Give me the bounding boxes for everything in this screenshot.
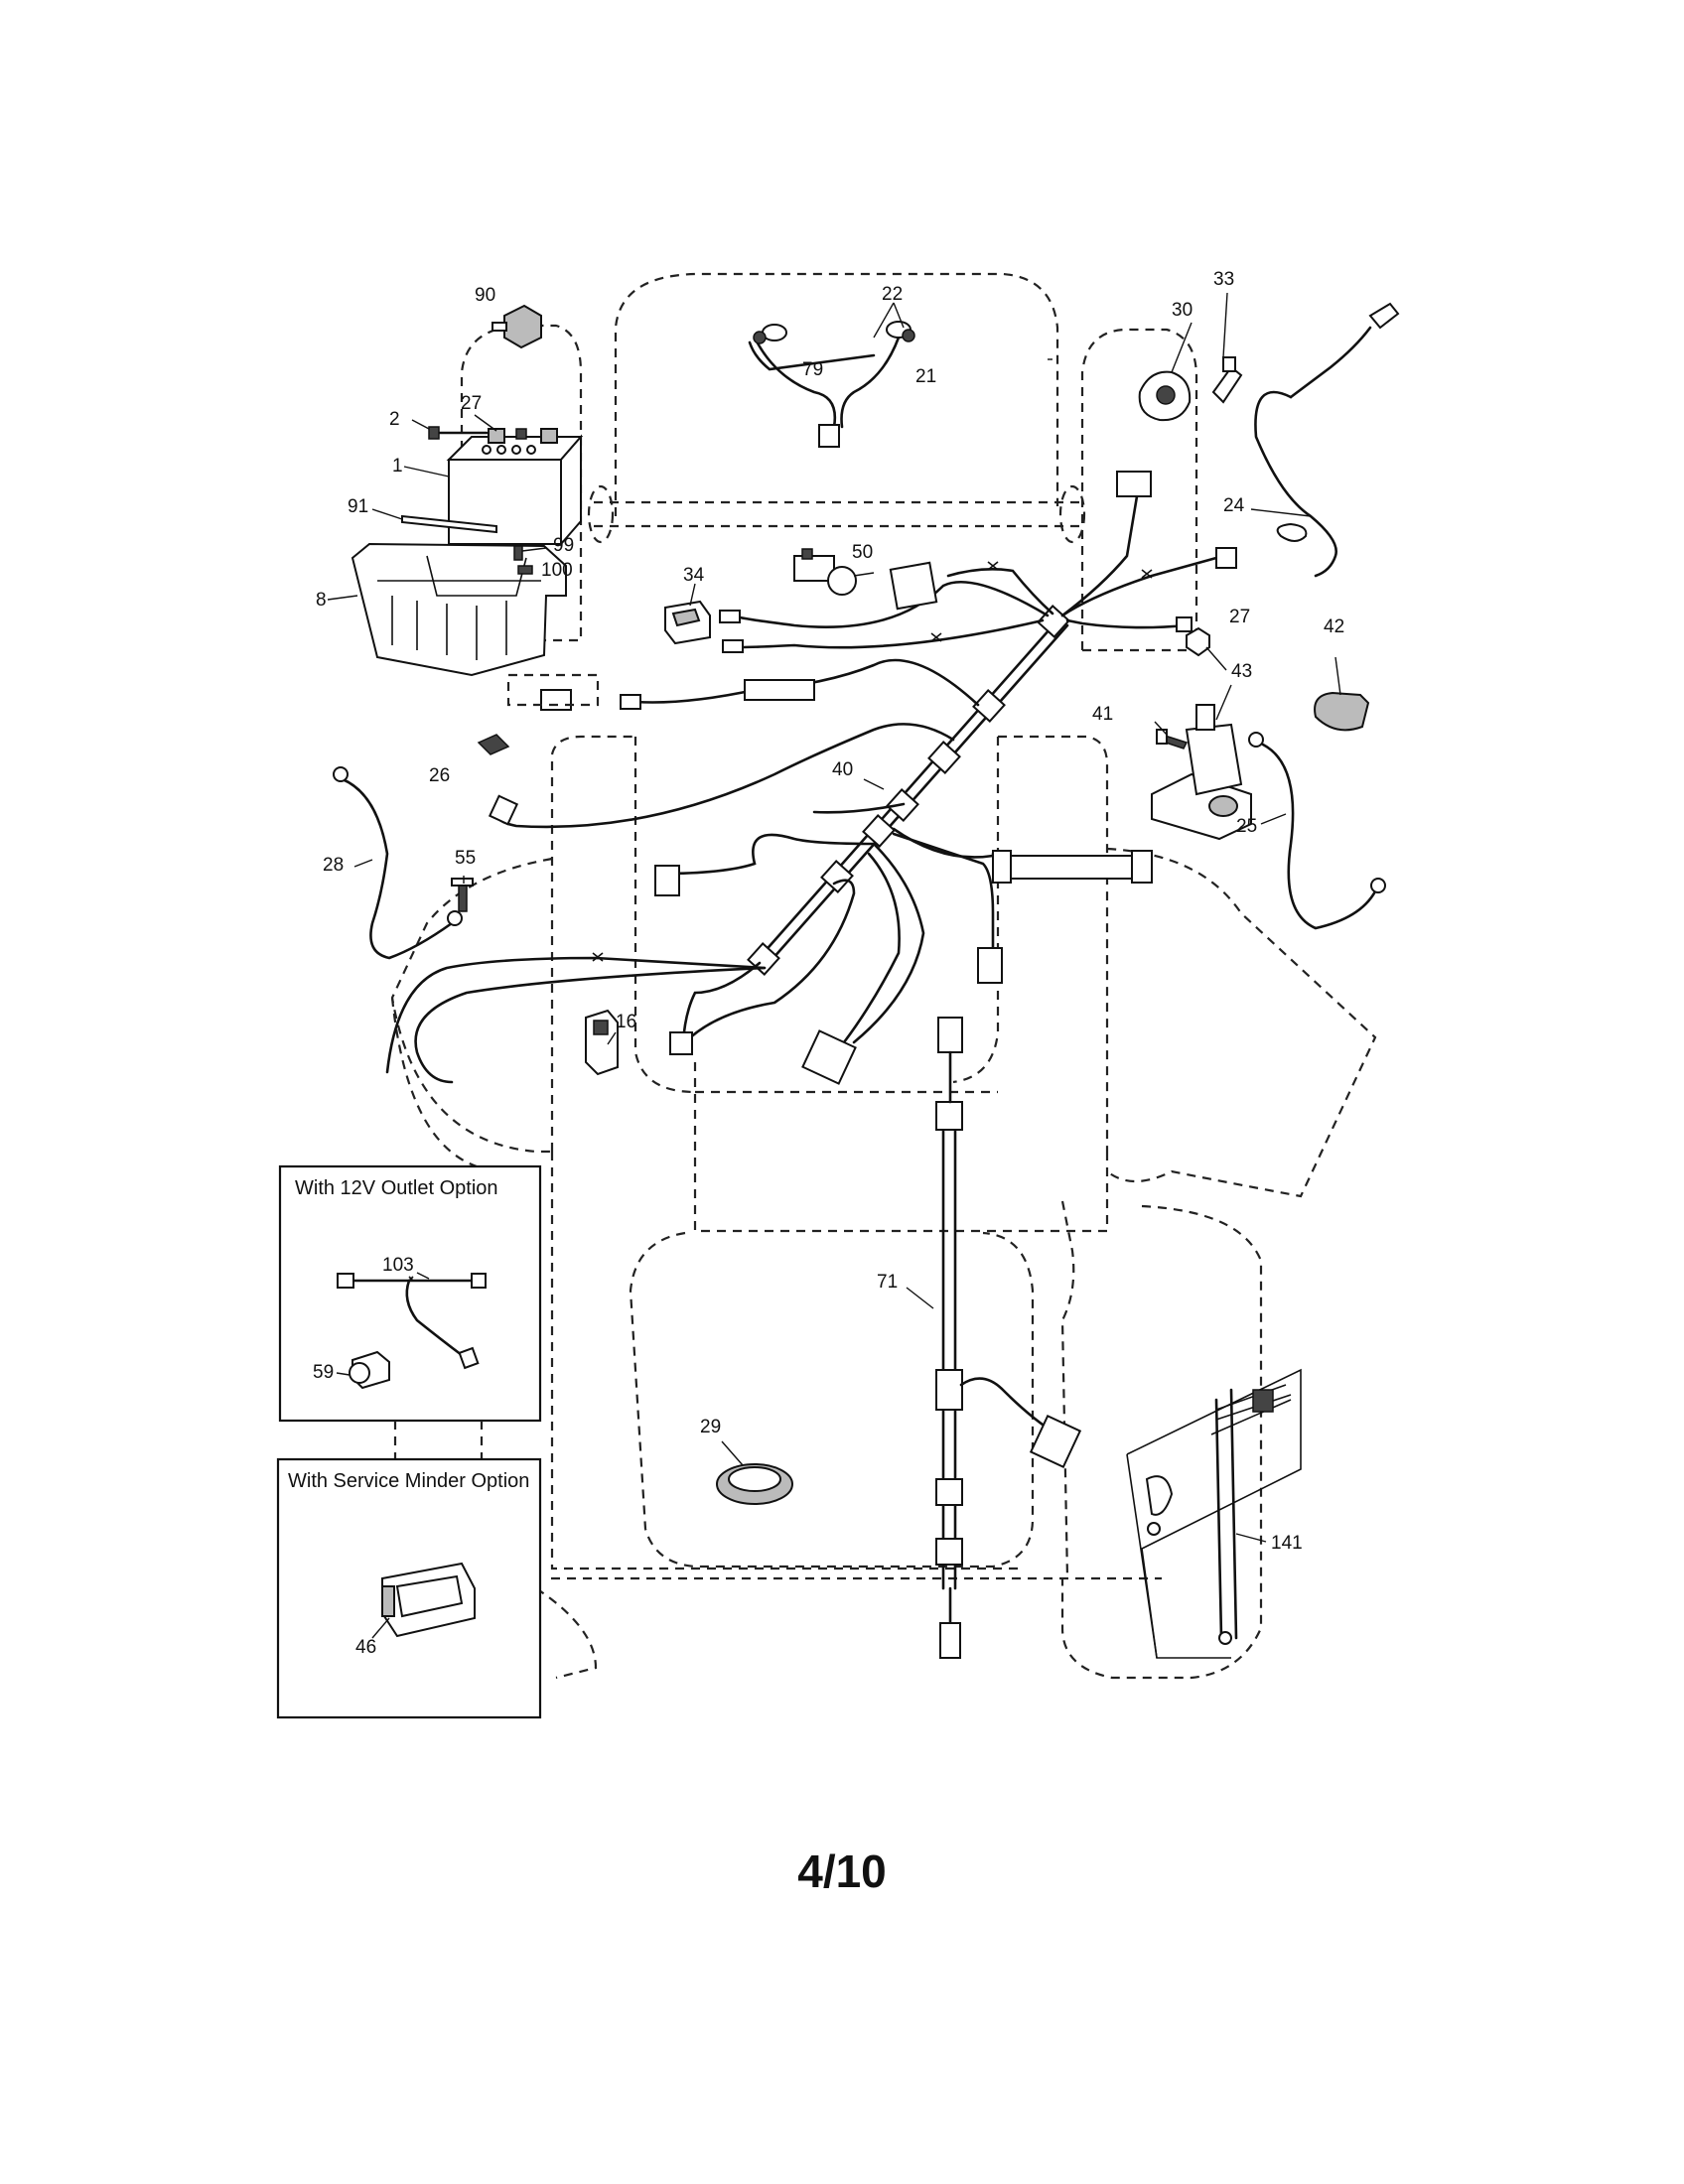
callout-labels: 90 22 33 30 79 21 2 27 1 91 99 100 8 24 … (316, 269, 1344, 1554)
callout-21: 21 (915, 366, 936, 387)
callout-100: 100 (541, 560, 573, 581)
callout-59: 59 (313, 1362, 334, 1383)
part-27-nut-top (515, 428, 527, 440)
part-22-bulb (753, 321, 915, 344)
part-50-switch (793, 548, 857, 596)
callout-1: 1 (392, 456, 403, 477)
part-55-bolt (451, 878, 474, 912)
part-91-strap (401, 514, 497, 534)
harness-dashed-extension (506, 673, 600, 707)
part-141-switch-bracket (1126, 1368, 1302, 1659)
callout-33: 33 (1213, 269, 1234, 290)
part-8-battery-tray (351, 542, 567, 677)
part-27-nut (1186, 626, 1210, 657)
callout-79: 79 (802, 359, 823, 380)
callout-55: 55 (455, 848, 476, 869)
callout-25: 25 (1236, 816, 1257, 837)
callout-43: 43 (1231, 661, 1252, 682)
callout-16: 16 (616, 1012, 636, 1032)
part-16-relay (585, 1009, 619, 1076)
part-29-cover (716, 1463, 793, 1505)
callout-103: 103 (382, 1255, 414, 1276)
part-30-ignition-switch (1138, 370, 1192, 422)
callout-50: 50 (852, 542, 873, 563)
leader-lines (327, 292, 1341, 1543)
part-1-battery (446, 428, 584, 547)
callout-30: 30 (1172, 300, 1193, 321)
part-79-headlight-harness (748, 336, 901, 448)
callout-29: 29 (700, 1417, 721, 1437)
callout-71: 71 (877, 1272, 898, 1293)
callout-40: 40 (832, 759, 853, 780)
part-41-screw (1156, 729, 1189, 750)
part-40-main-harness (385, 471, 1237, 1085)
callout-27-top: 27 (461, 393, 482, 414)
callout-24: 24 (1223, 495, 1245, 516)
page-number: 4/10 (797, 1845, 887, 1897)
splice-marks (592, 561, 1153, 962)
callout-34: 34 (683, 565, 705, 586)
callout-27-right: 27 (1229, 607, 1250, 627)
callout-46: 46 (355, 1637, 376, 1658)
callout-2: 2 (389, 409, 400, 430)
inset-12v-title: With 12V Outlet Option (295, 1177, 498, 1199)
callout-42: 42 (1324, 616, 1344, 637)
part-90-connector (491, 304, 542, 349)
callout-28: 28 (323, 855, 344, 876)
callout-22: 22 (882, 284, 903, 305)
callout-91: 91 (348, 496, 368, 517)
callout-141: 141 (1271, 1533, 1303, 1554)
callout-26: 26 (429, 765, 450, 786)
part-25-cable (1248, 732, 1386, 930)
part-34-switch (664, 600, 711, 645)
part-59-power-outlet (349, 1350, 390, 1390)
callout-90: 90 (475, 285, 495, 306)
callout-8: 8 (316, 590, 327, 611)
part-24-battery-cable (1254, 302, 1400, 578)
inset-service-minder-option: With Service Minder Option 46 (276, 1457, 542, 1719)
part-43-solenoid (1151, 704, 1252, 841)
part-71-rear-harness (935, 1017, 1082, 1659)
part-46-service-minder (381, 1562, 476, 1638)
inset-12v-outlet-option: With 12V Outlet Option 103 59 (278, 1164, 542, 1423)
part-99-100-hardware (513, 545, 533, 575)
part-33-key (1211, 356, 1243, 404)
part-2-bolt (428, 426, 489, 440)
callout-41: 41 (1092, 704, 1113, 725)
callout-99: 99 (553, 535, 574, 556)
tractor-outline (390, 272, 1377, 1680)
part-42-boot (1314, 691, 1370, 732)
inset-service-minder-title: With Service Minder Option (288, 1470, 529, 1492)
part-28-ground-cable (333, 766, 463, 960)
inset-connector-dashes (393, 1421, 484, 1459)
part-26-fuse (477, 734, 510, 755)
